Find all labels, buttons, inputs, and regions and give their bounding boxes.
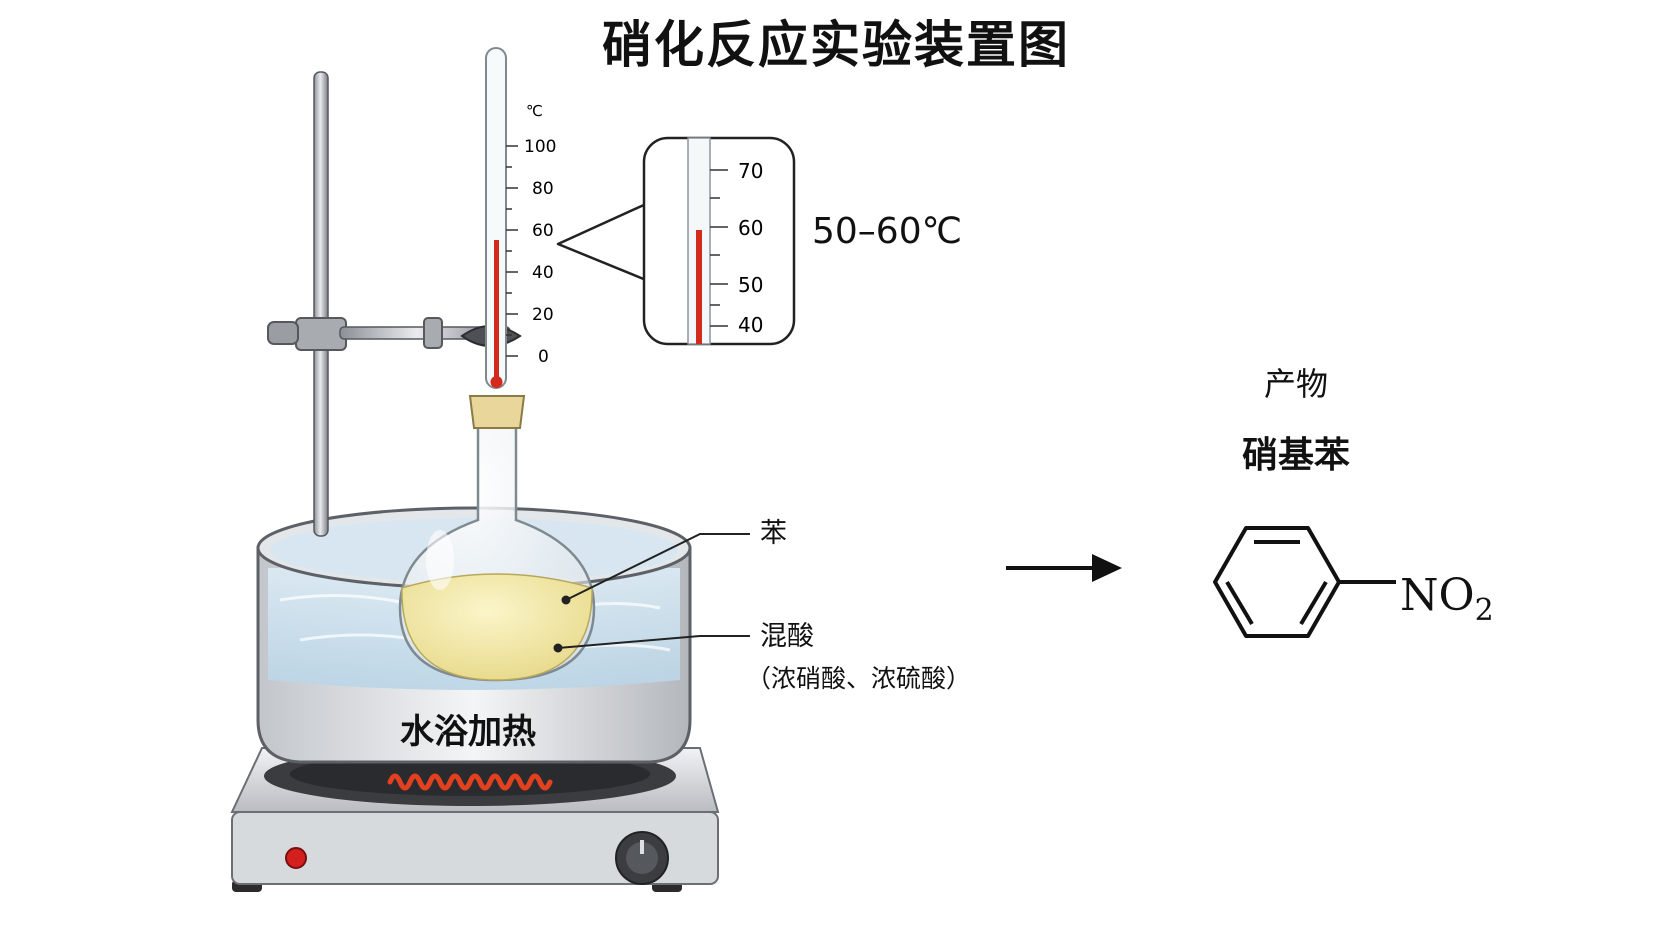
boss-screw[interactable] [268, 322, 298, 344]
clamp-screw[interactable] [424, 318, 442, 348]
mixed-acid-label: 混酸 [760, 623, 814, 650]
zoom-tick-50: 50 [738, 273, 763, 297]
thermometer-zoom-callout: 70 60 50 40 [558, 138, 794, 344]
hot-plate [232, 746, 718, 892]
thermometer: ℃ 100 80 60 40 20 0 [486, 48, 556, 388]
product-heading: 产物 [1264, 368, 1328, 400]
tick-label-60: 60 [532, 221, 554, 241]
thermometer-ticks [506, 146, 518, 356]
stopper [470, 396, 524, 428]
zoom-mercury-column [696, 230, 702, 344]
stand-rod [314, 72, 328, 536]
product-name: 硝基苯 [1242, 438, 1350, 474]
water-bath-label: 水浴加热 [400, 715, 536, 749]
temperature-knob[interactable] [616, 832, 668, 884]
boss-head [296, 318, 346, 350]
nitro-group-subscript: 2 [1475, 593, 1494, 628]
thermometer-unit: ℃ [526, 102, 543, 120]
tick-label-80: 80 [532, 179, 554, 199]
diagram-title: 硝化反应实验装置图 [0, 20, 1672, 70]
zoom-tick-60: 60 [738, 216, 763, 240]
tick-label-20: 20 [532, 305, 554, 325]
mixed-acid-detail-label: （浓硝酸、浓硫酸） [746, 666, 971, 691]
benzene-ring [1215, 528, 1339, 636]
double-bond [1227, 582, 1252, 624]
nitro-group-label: NO2 [1400, 570, 1494, 628]
tick-label-40: 40 [532, 263, 554, 283]
zoom-tick-70: 70 [738, 159, 763, 183]
mercury-column [494, 240, 499, 380]
tick-label-100: 100 [524, 137, 556, 157]
reaction-arrow [1006, 554, 1122, 582]
double-bond [1301, 582, 1326, 624]
zoom-tick-40: 40 [738, 313, 763, 337]
benzene-label: 苯 [760, 520, 787, 547]
power-indicator-light [286, 848, 306, 868]
nitro-group-main: NO [1400, 570, 1475, 621]
temperature-range-label: 50–60℃ [812, 214, 962, 250]
tick-label-0: 0 [538, 347, 549, 367]
nitrobenzene-structure [1215, 528, 1396, 636]
